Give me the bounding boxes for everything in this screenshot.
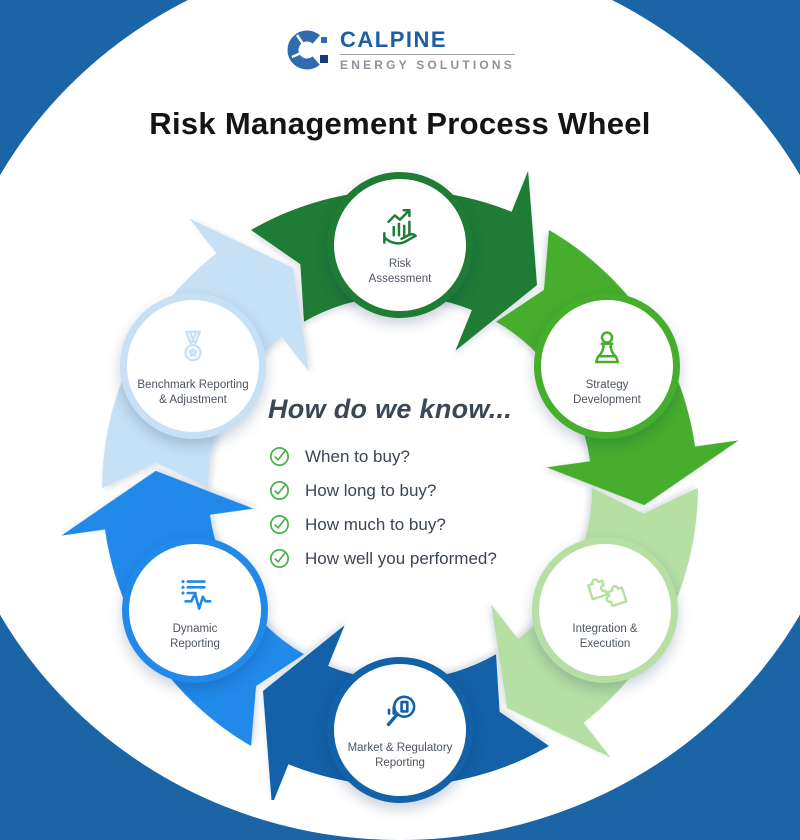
node-market-regulatory-reporting: Market & Regulatory Reporting: [327, 657, 473, 803]
center-content: How do we know... When to buy? How long …: [268, 394, 548, 581]
node-label: Risk Assessment: [368, 257, 432, 285]
center-heading: How do we know...: [268, 394, 513, 424]
check-item-text: When to buy?: [305, 446, 410, 466]
node-label: Benchmark Reporting & Adjustment: [137, 378, 249, 406]
check-item: How much to buy?: [268, 513, 548, 536]
node-label: Market & Regulatory Reporting: [347, 741, 453, 769]
check-circle-icon: [270, 447, 289, 466]
logo-brand-text: CALPINE: [340, 26, 448, 52]
check-item-text: How well you performed?: [305, 548, 497, 568]
hand-growth-chart-icon: [383, 208, 417, 245]
chess-pawn-icon: [594, 330, 620, 363]
check-circle-icon: [270, 481, 289, 500]
medal-icon: [184, 330, 202, 361]
node-label: Strategy Development: [573, 378, 641, 406]
node-label: Integration & Execution: [572, 622, 638, 650]
node-label: Dynamic Reporting: [170, 622, 220, 650]
calpine-c-mark-icon: [287, 30, 328, 70]
node-integration-execution: Integration & Execution: [532, 537, 678, 683]
node-dynamic-reporting: Dynamic Reporting: [122, 537, 268, 683]
check-item-text: How much to buy?: [305, 514, 446, 534]
logo-subtitle-text: ENERGY SOLUTIONS: [340, 57, 515, 72]
node-strategy-development: Strategy Development: [534, 293, 680, 439]
logo-underline: CALPINE: [340, 27, 515, 55]
puzzle-pieces-icon: [587, 577, 628, 607]
check-item: How long to buy?: [268, 479, 548, 502]
calpine-logo: CALPINE ENERGY SOLUTIONS: [285, 26, 515, 72]
node-benchmark-reporting-adjustment: Benchmark Reporting & Adjustment: [120, 293, 266, 439]
check-circle-icon: [270, 549, 289, 568]
check-item: How well you performed?: [268, 547, 548, 570]
check-item: When to buy?: [268, 445, 548, 468]
node-risk-assessment: Risk Assessment: [327, 172, 473, 318]
check-item-text: How long to buy?: [305, 480, 437, 500]
page-title: Risk Management Process Wheel: [149, 106, 651, 141]
check-circle-icon: [270, 515, 289, 534]
list-pulse-icon: [181, 579, 212, 610]
magnifier-chart-icon: [386, 695, 416, 726]
